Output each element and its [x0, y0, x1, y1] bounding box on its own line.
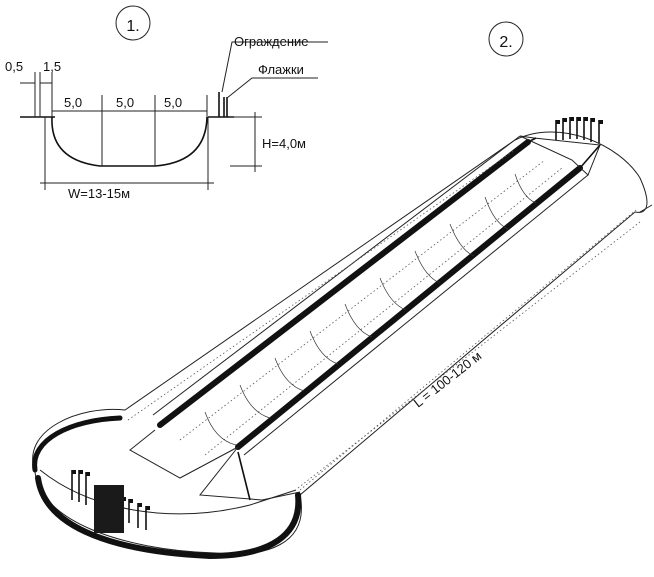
flags-label: Флажки — [258, 62, 304, 77]
flags-leader — [226, 77, 318, 99]
mound-back-outline — [32, 415, 123, 473]
segment-dim-ticks — [51, 95, 208, 117]
top-dim-ticks — [34, 72, 53, 117]
seg-3-label: 5,0 — [164, 95, 182, 110]
figure-1-number: 1. — [126, 18, 139, 35]
far-end-edges — [527, 137, 601, 169]
floor-right — [204, 167, 563, 456]
right-rail-outer — [243, 174, 589, 456]
fence-leader — [221, 41, 328, 93]
fence-label: Ограждение — [234, 34, 309, 49]
far-end-flags — [555, 117, 603, 143]
outer-dotted-left — [127, 149, 516, 421]
figure-1-cross-section: 1. 0,5 1,5 5,0 5,0 5,0 Ограждение Флажки… — [5, 5, 328, 201]
flag-poles — [223, 97, 228, 117]
dim-left-2-label: 1,5 — [43, 59, 61, 74]
figure-1-number-circle — [115, 5, 151, 41]
left-rail-outer — [152, 135, 521, 416]
entrance-ramp-right — [199, 446, 301, 501]
figure-2-perspective: 2. — [32, 21, 653, 560]
figure-2-number-circle — [488, 21, 524, 57]
figure-2-number: 2. — [499, 34, 512, 51]
dim-left-1-label: 0,5 — [5, 59, 23, 74]
height-label: H=4,0м — [262, 136, 306, 151]
width-ext-lines — [44, 117, 209, 190]
entrance-ramp-left — [129, 429, 239, 479]
width-label: W=13-15м — [68, 186, 130, 201]
mound-ridge — [39, 469, 297, 515]
segment-dividers — [101, 117, 156, 166]
length-dim-line — [297, 221, 641, 489]
right-rail — [235, 165, 583, 450]
seg-1-label: 5,0 — [64, 95, 82, 110]
left-rail — [157, 139, 531, 428]
trench-hatch — [204, 173, 537, 446]
seg-2-label: 5,0 — [116, 95, 134, 110]
start-hut — [94, 485, 124, 533]
length-dim-tick — [639, 204, 653, 213]
ramp-edge — [237, 451, 251, 501]
far-end-block — [519, 135, 601, 176]
length-label: L = 100-120 м — [411, 348, 485, 410]
mound-base-outline — [35, 475, 302, 560]
floor-left — [179, 159, 546, 441]
height-ext-lines — [230, 116, 262, 167]
trench-profile — [51, 116, 208, 167]
